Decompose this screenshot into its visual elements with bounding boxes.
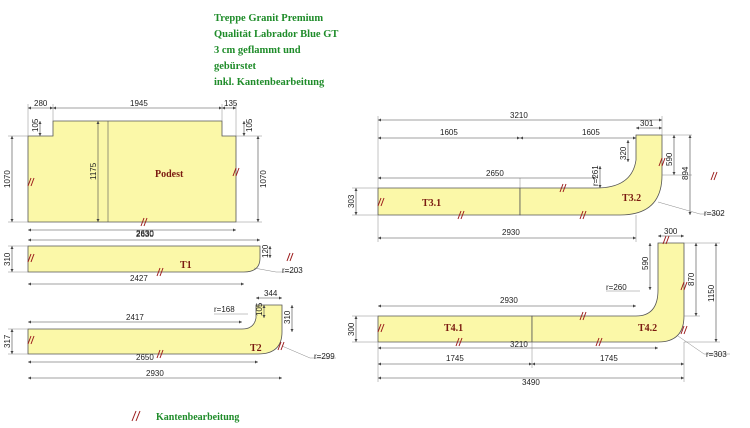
dim-t2-radius: r=299 xyxy=(314,352,335,361)
dim-t4-left: 1745 xyxy=(446,354,464,363)
dim-t4-right: 1745 xyxy=(600,354,618,363)
dim-t3-top-right: 301 xyxy=(640,119,654,128)
header-line-4: gebürstet xyxy=(214,61,256,72)
dim-t2-bottom: 2930 xyxy=(146,369,164,378)
dim-t3-bottom: 2930 xyxy=(502,228,520,237)
dim-podest-notch-right: 105 xyxy=(245,118,254,132)
t2-group: T2 2417 344 r=168 105 310 317 2650 2930 … xyxy=(3,289,336,380)
dim-t1-right: 120 xyxy=(261,244,270,258)
header-text-block: Treppe Granit Premium Qualität Labrador … xyxy=(214,11,414,91)
dim-t2-bottom-inner: 2650 xyxy=(136,353,154,362)
t2-label: T2 xyxy=(250,343,262,354)
dim-podest-notch-left: 105 xyxy=(31,118,40,132)
dim-t4-h3: 1150 xyxy=(707,284,716,302)
dim-t4-inner-len: 2930 xyxy=(500,296,518,305)
dim-t4-bottom: 3490 xyxy=(522,378,540,387)
t2-piece xyxy=(27,304,283,355)
header-line-2: Qualität Labrador Blue GT xyxy=(214,29,339,40)
dim-t4-height: 300 xyxy=(347,322,356,336)
dim-t3-small-radius: r=261 xyxy=(591,165,600,186)
dim-t2-radius-small: r=168 xyxy=(214,305,235,314)
t42-label: T4.2 xyxy=(638,323,657,334)
legend: Kantenbearbeitung xyxy=(131,410,239,423)
t42-piece xyxy=(531,242,685,343)
t3-group: T3.1 T3.2 3210 1605 1605 301 2650 320 r=… xyxy=(347,111,725,242)
dim-t3-notch: 320 xyxy=(619,146,628,160)
dim-t3-inner-len: 2650 xyxy=(486,169,504,178)
edge-mark-icon xyxy=(131,410,141,422)
podest-group: Podest 280 1945 135 105 105 1070 1175 10… xyxy=(3,99,268,239)
dim-t2-notch: 105 xyxy=(255,302,264,316)
dim-podest-height-left: 1070 xyxy=(3,170,12,188)
dim-t2-right: 310 xyxy=(283,310,292,324)
dim-t1-height: 310 xyxy=(3,252,12,266)
dim-t4-h1: 590 xyxy=(641,256,650,270)
dim-podest-top-mid: 1945 xyxy=(130,99,148,108)
dim-podest-bottom: 2630 xyxy=(136,230,154,239)
dim-podest-height-right: 1070 xyxy=(259,170,268,188)
legend-label: Kantenbearbeitung xyxy=(156,412,239,423)
t41-label: T4.1 xyxy=(444,323,463,334)
dim-podest-top-left: 280 xyxy=(34,99,48,108)
dim-t3-total: 3210 xyxy=(510,111,528,120)
dim-t4-radius: r=303 xyxy=(706,350,727,359)
t31-label: T3.1 xyxy=(422,198,441,209)
t31-piece xyxy=(377,187,521,216)
t4-group: T4.1 T4.2 300 590 870 1150 r=260 2930 30… xyxy=(347,227,730,387)
dim-t1-bottom: 2427 xyxy=(130,274,148,283)
dim-t4-h2: 870 xyxy=(687,272,696,286)
dim-t3-left: 1605 xyxy=(440,128,458,137)
dim-t2-height: 317 xyxy=(3,334,12,348)
dim-t3-h1: 590 xyxy=(665,152,674,166)
dim-t1-top: 2630 xyxy=(136,229,154,238)
dim-t3-h2: 894 xyxy=(681,166,690,180)
dim-t4-top: 300 xyxy=(664,227,678,236)
podest-piece xyxy=(27,120,237,223)
dim-t2-top-inner: 2417 xyxy=(126,313,144,322)
header-line-1: Treppe Granit Premium xyxy=(214,13,324,24)
dim-t3-height: 303 xyxy=(347,194,356,208)
dim-t4-total: 3210 xyxy=(510,340,528,349)
dim-t1-radius: r=203 xyxy=(282,266,303,275)
header-line-3: 3 cm geflammt und xyxy=(214,45,301,56)
t1-label: T1 xyxy=(180,260,192,271)
t1-group: T1 2630 310 120 2427 r=203 xyxy=(3,229,303,286)
header-line-5: inkl. Kantenbearbeitung xyxy=(214,77,325,88)
dim-t3-right: 1605 xyxy=(582,128,600,137)
podest-label: Podest xyxy=(155,169,184,180)
t32-label: T3.2 xyxy=(622,193,641,204)
t1-piece xyxy=(27,245,261,273)
dim-t2-top-right: 344 xyxy=(264,289,278,298)
t32-piece xyxy=(519,134,663,216)
dim-t3-radius: r=302 xyxy=(704,209,725,218)
dim-t4-small-radius: r=260 xyxy=(606,283,627,292)
dim-podest-top-right: 135 xyxy=(224,99,238,108)
dim-podest-height-mid: 1175 xyxy=(89,162,98,180)
